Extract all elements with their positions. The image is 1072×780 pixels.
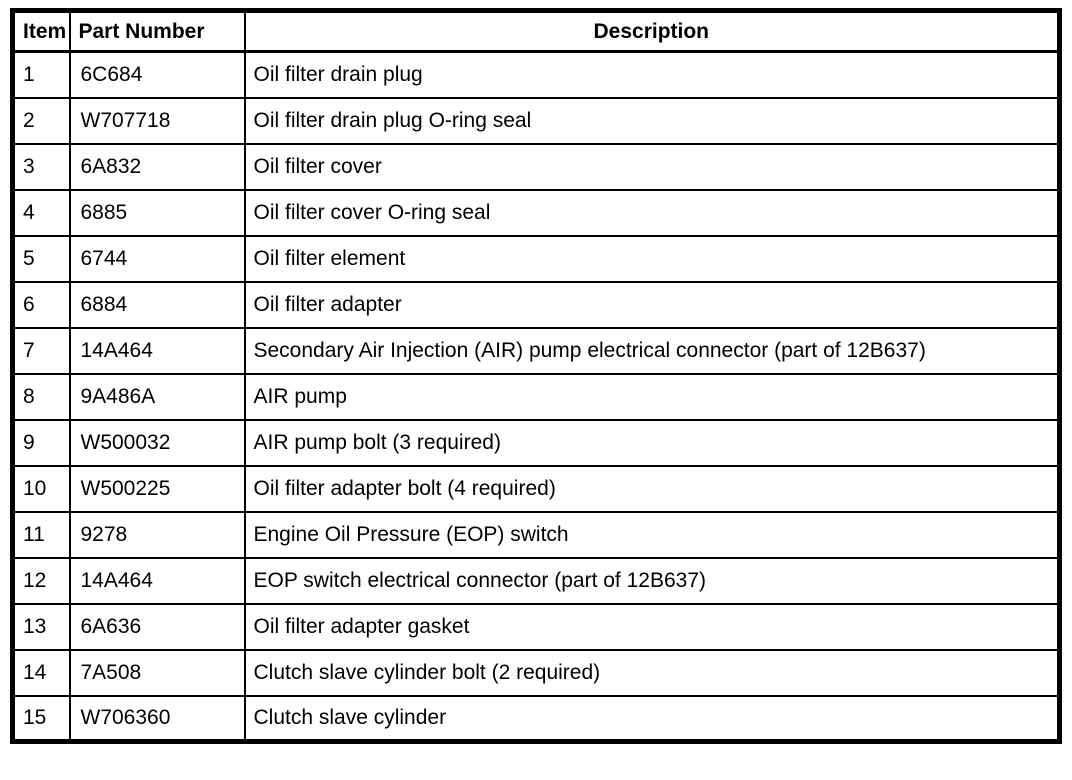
description-cell: Oil filter cover bbox=[243, 142, 1061, 191]
header-part-number: Part Number bbox=[68, 9, 246, 53]
part-number-cell: 9278 bbox=[68, 510, 246, 559]
description-cell: AIR pump bolt (3 required) bbox=[243, 418, 1061, 467]
item-cell: 9 bbox=[11, 418, 71, 467]
item-cell: 10 bbox=[11, 464, 71, 513]
description-cell: Clutch slave cylinder bbox=[243, 694, 1061, 743]
part-number-cell: 6A832 bbox=[68, 142, 246, 191]
part-number-cell: W500225 bbox=[68, 464, 246, 513]
header-row: Item Part Number Description bbox=[11, 9, 1061, 53]
description-cell: Oil filter element bbox=[243, 234, 1061, 283]
description-cell: Oil filter adapter gasket bbox=[243, 602, 1061, 651]
item-cell: 8 bbox=[11, 372, 71, 421]
description-cell: Engine Oil Pressure (EOP) switch bbox=[243, 510, 1061, 559]
item-cell: 15 bbox=[11, 694, 71, 743]
description-cell: Secondary Air Injection (AIR) pump elect… bbox=[243, 326, 1061, 375]
item-cell: 4 bbox=[11, 188, 71, 237]
parts-table-header: Item Part Number Description bbox=[11, 9, 1061, 53]
description-cell: Oil filter drain plug bbox=[243, 50, 1061, 99]
item-cell: 12 bbox=[11, 556, 71, 605]
description-cell: Oil filter adapter bbox=[243, 280, 1061, 329]
part-number-cell: 7A508 bbox=[68, 648, 246, 697]
part-number-cell: 6A636 bbox=[68, 602, 246, 651]
item-cell: 11 bbox=[11, 510, 71, 559]
part-number-cell: W706360 bbox=[68, 694, 246, 743]
part-number-cell: 6884 bbox=[68, 280, 246, 329]
part-number-cell: W707718 bbox=[68, 96, 246, 145]
description-cell: Oil filter cover O-ring seal bbox=[243, 188, 1061, 237]
part-number-cell: 6885 bbox=[68, 188, 246, 237]
description-cell: Clutch slave cylinder bolt (2 required) bbox=[243, 648, 1061, 697]
item-cell: 1 bbox=[11, 50, 71, 99]
item-cell: 13 bbox=[11, 602, 71, 651]
part-number-cell: W500032 bbox=[68, 418, 246, 467]
description-cell: EOP switch electrical connector (part of… bbox=[243, 556, 1061, 605]
item-cell: 6 bbox=[11, 280, 71, 329]
description-cell: Oil filter drain plug O-ring seal bbox=[243, 96, 1061, 145]
item-cell: 3 bbox=[11, 142, 71, 191]
header-item: Item bbox=[11, 9, 71, 53]
part-number-cell: 9A486A bbox=[68, 372, 246, 421]
description-cell: Oil filter adapter bolt (4 required) bbox=[243, 464, 1061, 513]
part-number-cell: 6C684 bbox=[68, 50, 246, 99]
item-cell: 5 bbox=[11, 234, 71, 283]
item-cell: 14 bbox=[11, 648, 71, 697]
description-cell: AIR pump bbox=[243, 372, 1061, 421]
part-number-cell: 6744 bbox=[68, 234, 246, 283]
item-cell: 7 bbox=[11, 326, 71, 375]
part-number-cell: 14A464 bbox=[68, 556, 246, 605]
item-cell: 2 bbox=[11, 96, 71, 145]
part-number-cell: 14A464 bbox=[68, 326, 246, 375]
header-description: Description bbox=[243, 9, 1061, 53]
